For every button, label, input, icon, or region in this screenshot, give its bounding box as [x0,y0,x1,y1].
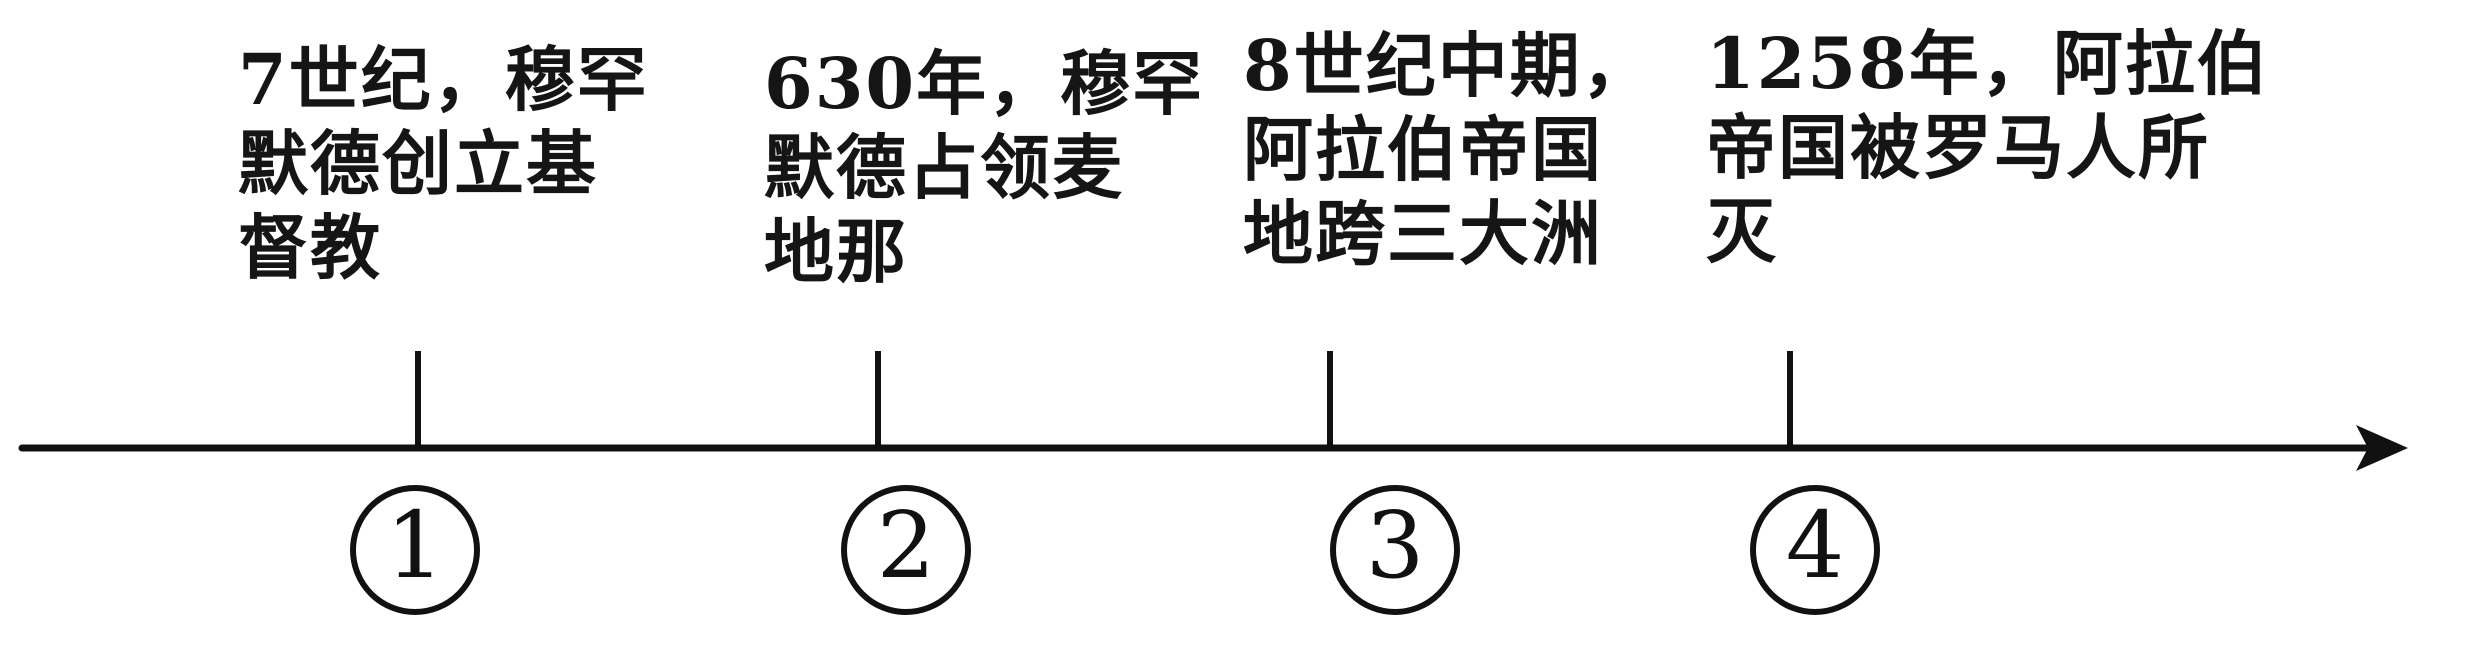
event-label-1: 7世纪，穆罕 默德创立基 督教 [238,38,649,290]
event-label-3: 8世纪中期， 阿拉伯帝国 地跨三大洲 [1243,24,1654,276]
marker-2-number: 2 [876,492,936,599]
event-2-line-1: 630年，穆罕 [764,42,1205,125]
event-1-line-1: 7世纪，穆罕 [238,38,649,121]
event-4-line-2: 帝国被罗马人所 [1706,106,2210,189]
marker-4-number: 4 [1785,492,1845,599]
arrow-right-icon [2356,425,2408,471]
event-1-line-3: 督教 [238,206,382,289]
event-2-line-2: 默德占领麦 [764,126,1124,209]
circled-number-1: 1 [350,485,480,615]
circled-number-3: 3 [1330,485,1460,615]
event-3-line-3: 地跨三大洲 [1243,192,1603,275]
marker-3-number: 3 [1365,492,1425,599]
event-4-line-1: 1258年，阿拉伯 [1706,22,2269,105]
circled-number-4: 4 [1750,485,1880,615]
circled-number-2: 2 [841,485,971,615]
marker-1-number: 1 [385,492,445,599]
event-4-line-3: 灭 [1706,190,1778,273]
event-3-line-2: 阿拉伯帝国 [1243,108,1603,191]
event-1-line-2: 默德创立基 [238,122,598,205]
event-3-line-1: 8世纪中期， [1243,24,1654,107]
event-label-4: 1258年，阿拉伯 帝国被罗马人所 灭 [1706,22,2269,274]
event-label-2: 630年，穆罕 默德占领麦 地那 [764,42,1204,294]
event-2-line-3: 地那 [764,210,908,293]
